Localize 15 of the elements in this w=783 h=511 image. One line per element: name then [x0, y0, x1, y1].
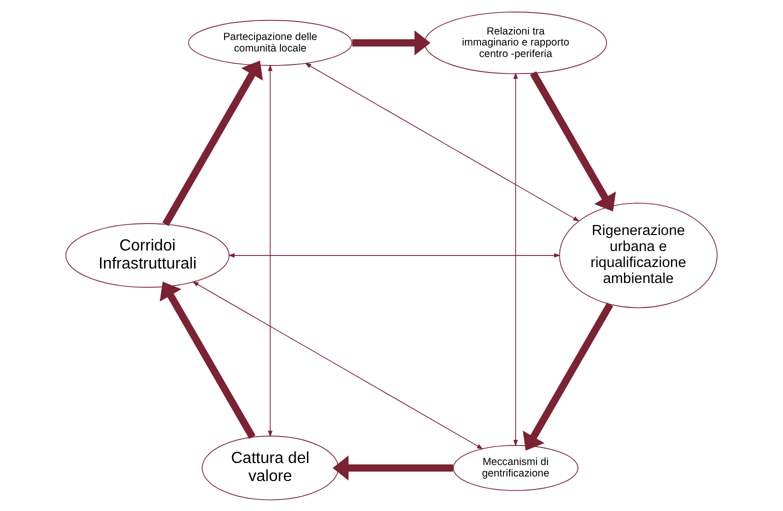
- node-ellipse: Rigenerazione urbana e riqualificazione ambientale: [559, 202, 718, 308]
- arrow: [522, 302, 614, 450]
- node-ellipse: Partecipazione delle comunità locale: [188, 19, 352, 66]
- arrow: [192, 280, 484, 449]
- arrow: [352, 30, 430, 55]
- arrow: [162, 60, 263, 226]
- node-ellipse: Relazioni tra immaginario e rapporto centro -periferia: [424, 11, 608, 74]
- arrow: [160, 281, 256, 438]
- arrow: [268, 64, 272, 437]
- arrow: [332, 454, 454, 480]
- arrow: [304, 62, 580, 221]
- arrow: [513, 72, 518, 446]
- arrow: [228, 252, 560, 258]
- arrow: [530, 70, 616, 212]
- node-ellipse: Cattura del valore: [202, 435, 339, 500]
